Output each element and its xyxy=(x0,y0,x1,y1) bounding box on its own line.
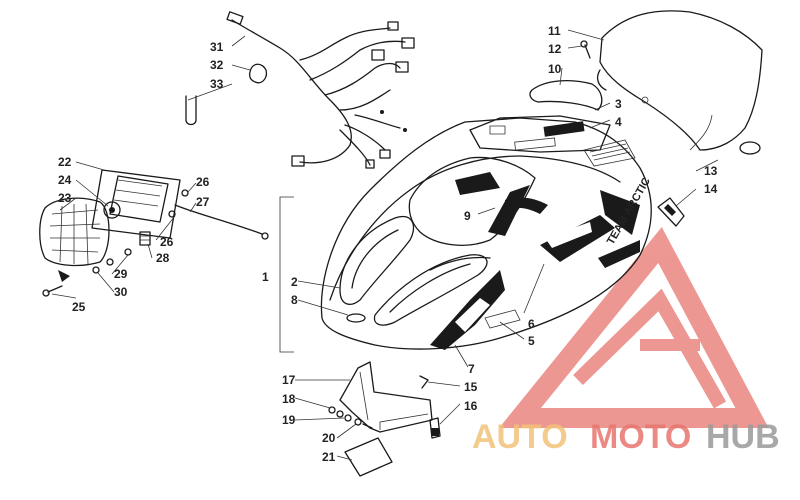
callout-30: 30 xyxy=(114,285,128,299)
screw-25 xyxy=(42,285,63,297)
callout-28: 28 xyxy=(156,251,170,265)
wiring-harness xyxy=(226,11,415,169)
deflector xyxy=(529,80,603,111)
rivet xyxy=(419,375,429,389)
callout-23: 23 xyxy=(58,191,72,205)
callout-16: 16 xyxy=(464,399,478,413)
callout-21: 21 xyxy=(322,450,336,464)
callout-7: 7 xyxy=(468,362,475,376)
cable-tie xyxy=(185,95,197,126)
callout-8: 8 xyxy=(291,293,298,307)
callout-14: 14 xyxy=(704,182,718,196)
watermark-part-moto: MOTO xyxy=(590,418,691,456)
callout-10: 10 xyxy=(548,62,562,76)
callout-1: 1 xyxy=(262,270,269,284)
handle-strap xyxy=(657,197,685,227)
callout-15: 15 xyxy=(464,380,478,394)
callout-32: 32 xyxy=(210,58,224,72)
bracket-1 xyxy=(279,196,294,353)
bolt-28 xyxy=(139,231,151,246)
watermark-logo xyxy=(499,226,769,428)
callout-19: 19 xyxy=(282,413,296,427)
headlight-assembly xyxy=(39,169,181,267)
callout-26a: 26 xyxy=(196,175,210,189)
plate xyxy=(344,437,393,477)
watermark-part-auto: AUTO xyxy=(472,418,568,456)
callout-26b: 26 xyxy=(160,235,174,249)
windshield xyxy=(596,10,763,151)
lower-bracket xyxy=(339,361,433,433)
watermark-wordmark: AUTO MOTO HUB xyxy=(472,418,780,456)
nut-26b xyxy=(168,210,176,218)
callout-17: 17 xyxy=(282,373,296,387)
callout-20: 20 xyxy=(322,431,336,445)
callout-3: 3 xyxy=(615,97,622,111)
callout-4: 4 xyxy=(615,115,622,129)
callout-11: 11 xyxy=(548,24,561,38)
callout-29: 29 xyxy=(114,267,128,281)
callout-9: 9 xyxy=(464,209,471,223)
callout-18: 18 xyxy=(282,392,296,406)
cable xyxy=(174,204,263,235)
callout-12: 12 xyxy=(548,42,562,56)
callout-24: 24 xyxy=(58,173,72,187)
clamp xyxy=(249,63,268,84)
callout-2: 2 xyxy=(291,275,298,289)
callout-labels: 1 2 3 4 5 6 7 8 9 10 11 12 13 14 15 16 1… xyxy=(58,24,718,464)
callout-33: 33 xyxy=(210,77,224,91)
leader-lines xyxy=(51,29,719,461)
screw-12 xyxy=(580,40,591,59)
callout-25: 25 xyxy=(72,300,86,314)
callout-5: 5 xyxy=(528,334,535,348)
cap xyxy=(739,141,761,155)
callout-13: 13 xyxy=(704,164,718,178)
callout-27: 27 xyxy=(196,195,210,209)
watermark-part-hub: HUB xyxy=(706,418,780,456)
callout-31: 31 xyxy=(210,40,224,54)
hood-assembly: TEAM ARCTIC xyxy=(320,115,653,350)
callout-6: 6 xyxy=(528,317,535,331)
nut-26a xyxy=(181,189,189,197)
callout-22: 22 xyxy=(58,155,72,169)
decal-plate xyxy=(583,139,636,167)
